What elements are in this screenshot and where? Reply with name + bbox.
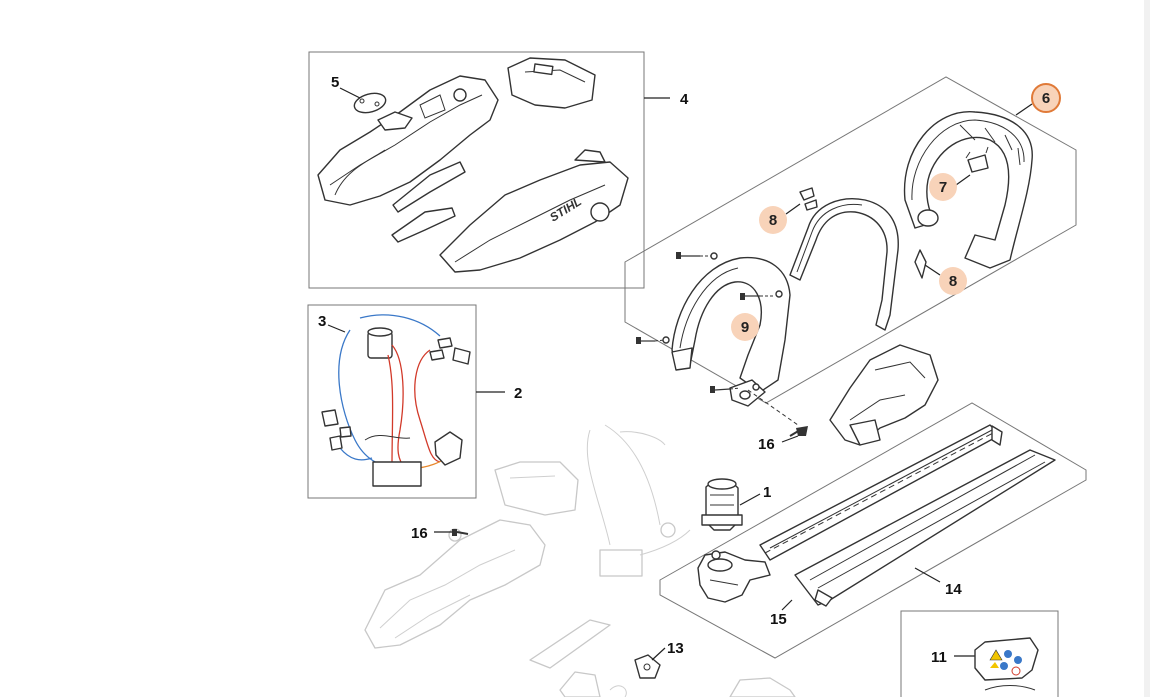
- callout-3: 3: [318, 313, 326, 330]
- leader-5: [339, 87, 361, 99]
- callout-1: 1: [763, 484, 771, 501]
- callout-7-hotspot[interactable]: 7: [929, 173, 957, 201]
- retaining-clip-a: [799, 187, 818, 211]
- callout-8-lower-hotspot[interactable]: 8: [939, 267, 967, 295]
- callout-7: 7: [939, 179, 947, 196]
- screw-upper: [789, 426, 808, 437]
- leader-14: [914, 567, 941, 583]
- callout-6: 6: [1042, 90, 1050, 107]
- housing-top-cover: [507, 57, 596, 109]
- leader-3: [327, 324, 346, 333]
- callout-9: 9: [741, 319, 749, 336]
- motor: [701, 478, 743, 531]
- housing-right-shell: STIHL: [439, 149, 629, 273]
- group-box-harness: [307, 304, 477, 499]
- bracket-screws: [636, 252, 799, 426]
- callout-2: 2: [514, 385, 522, 402]
- loop-handle: [903, 111, 1033, 269]
- callout-14: 14: [945, 581, 962, 598]
- group-box-blade: [659, 402, 1087, 659]
- callout-8-upper: 8: [769, 212, 777, 229]
- switch-module: [634, 654, 661, 679]
- ghost-assembly: [364, 424, 796, 697]
- group-box-handle: [624, 76, 1077, 404]
- leader-13: [651, 647, 666, 661]
- group-box-keypad: [900, 610, 1059, 697]
- group-box-housing: [308, 51, 645, 289]
- screw-lower: [452, 529, 469, 536]
- callout-11: 11: [931, 649, 947, 666]
- switch-part: [965, 146, 989, 173]
- callout-6-hotspot[interactable]: 6: [1031, 83, 1061, 113]
- gasket-plate: [353, 92, 387, 114]
- blade: [759, 424, 1003, 561]
- leader-6: [1015, 103, 1033, 116]
- gear-housing: [697, 550, 771, 603]
- bow-handle: [789, 198, 899, 331]
- callout-4: 4: [680, 91, 689, 108]
- leader-8-lower: [924, 264, 941, 276]
- callout-5: 5: [331, 74, 339, 91]
- blade-guard-bar: [794, 449, 1056, 607]
- callout-13: 13: [667, 640, 684, 657]
- housing-clips: [391, 161, 466, 243]
- handle-bracket: [671, 256, 791, 407]
- callout-16-lower: 16: [411, 525, 428, 542]
- leader-8-upper: [785, 203, 801, 215]
- callout-9-hotspot[interactable]: 9: [731, 313, 759, 341]
- scrollbar-track[interactable]: [1144, 0, 1150, 697]
- housing-left-shell: [317, 75, 499, 206]
- leader-7: [955, 174, 971, 186]
- callout-8-lower: 8: [949, 273, 957, 290]
- callout-15: 15: [770, 611, 787, 628]
- leader-15: [781, 599, 793, 611]
- wiring-harness: [321, 314, 471, 487]
- control-keypad: [974, 637, 1039, 691]
- leader-1: [739, 493, 761, 506]
- leader-16-upper: [781, 435, 799, 443]
- retaining-clip-b: [914, 249, 927, 279]
- hand-guard-cover: [829, 344, 939, 446]
- callout-16-upper: 16: [758, 436, 775, 453]
- callout-8-upper-hotspot[interactable]: 8: [759, 206, 787, 234]
